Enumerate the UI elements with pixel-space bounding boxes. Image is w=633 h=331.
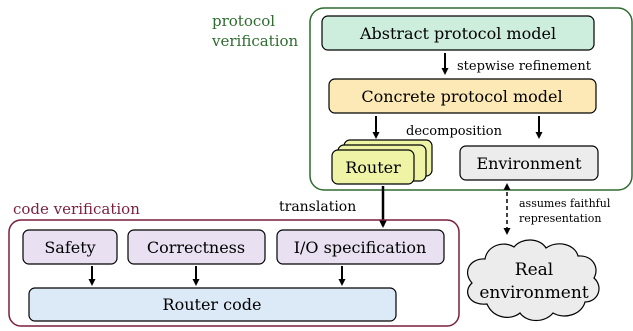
environment-box (459, 145, 599, 181)
io-specification-label: I/O specification (294, 238, 427, 257)
real-environment-cloud (467, 239, 600, 322)
abstract-protocol-model-label: Abstract protocol model (359, 24, 556, 43)
code-verification-label: code verification (13, 200, 140, 218)
abstract-protocol-model-box (321, 15, 595, 51)
concrete-protocol-model-label: Concrete protocol model (361, 87, 562, 106)
router-box (331, 149, 415, 185)
decomposition-label: decomposition (406, 124, 503, 139)
router-code-box (28, 287, 397, 322)
real-environment-label-line2: environment (479, 283, 588, 303)
protocol-verification-label-line2: verification (211, 32, 299, 50)
router-label: Router (345, 158, 401, 177)
code-verification-group (8, 219, 460, 327)
assumes-faithful-label-line1: assumes faithful (519, 197, 611, 210)
protocol-verification-group (309, 7, 633, 191)
stepwise-refinement-label: stepwise refinement (457, 59, 592, 74)
real-environment-label-line1: Real (515, 260, 553, 280)
router-code-label: Router code (163, 295, 262, 314)
translation-label: translation (279, 199, 356, 215)
safety-label: Safety (44, 238, 95, 257)
protocol-verification-label-line1: protocol (212, 12, 275, 30)
safety-box (22, 229, 118, 265)
correctness-label: Correctness (147, 238, 245, 257)
assumes-faithful-label-line2: representation (519, 212, 601, 225)
environment-label: Environment (476, 154, 582, 173)
concrete-protocol-model-box (328, 78, 597, 114)
correctness-box (127, 229, 266, 265)
io-specification-box (276, 229, 445, 265)
